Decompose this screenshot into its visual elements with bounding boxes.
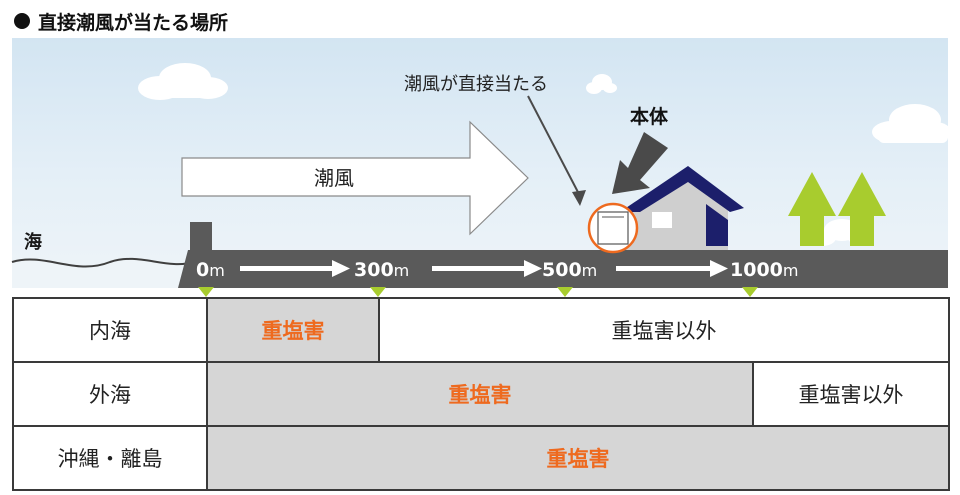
non-heavy-salt-damage-cell: 重塩害以外 — [378, 297, 950, 363]
sea-wind-label: 潮風 — [314, 166, 354, 190]
cloud-icon — [872, 104, 951, 143]
distance-label-0: 0m — [196, 259, 225, 281]
sea-water — [12, 258, 200, 288]
area-cell: 外海 — [12, 361, 208, 427]
heavy-salt-damage-cell: 重塩害 — [206, 297, 380, 363]
distance-label-500: 500m — [542, 259, 598, 281]
area-cell: 内海 — [12, 297, 208, 363]
sea-label: 海 — [24, 232, 42, 253]
distance-label-300: 300m — [354, 259, 410, 281]
table-row-okinawa-islands: 沖縄・離島 重塩害 — [12, 425, 950, 491]
heading-text: 直接潮風が当たる場所 — [38, 11, 229, 34]
unit-label: 本体 — [630, 106, 669, 128]
house-icon — [620, 166, 744, 250]
salt-damage-table: 内海 重塩害 重塩害以外 外海 重塩害 重塩害以外 沖縄・離島 重塩害 — [12, 297, 950, 491]
cloud-icon — [138, 63, 228, 100]
table-row-inland-sea: 内海 重塩害 重塩害以外 — [12, 297, 950, 363]
tree-icon — [788, 172, 836, 246]
table-row-open-sea: 外海 重塩害 重塩害以外 — [12, 361, 950, 427]
distance-label-1000: 1000m — [730, 259, 799, 281]
sea-wind-arrow — [181, 120, 529, 236]
page-heading: 直接潮風が当たる場所 — [14, 6, 228, 36]
sea-wave-line — [11, 257, 196, 268]
coast-scene — [11, 63, 951, 297]
area-cell: 沖縄・離島 — [12, 425, 208, 491]
distance-arrows — [240, 260, 728, 277]
pointer-arrowhead — [572, 190, 586, 206]
ground — [178, 250, 948, 288]
direct-hit-label: 潮風が直接当たる — [404, 74, 548, 95]
tree-icon — [838, 172, 886, 246]
bullet-dot — [14, 13, 30, 29]
pointer-line — [527, 95, 581, 197]
cloud-icon — [586, 74, 617, 94]
distance-marker-icon — [198, 287, 758, 297]
unit-pointer-arrow — [612, 132, 668, 194]
seawall — [190, 222, 212, 252]
heavy-salt-damage-cell: 重塩害 — [206, 361, 754, 427]
heavy-salt-damage-cell: 重塩害 — [206, 425, 950, 491]
non-heavy-salt-damage-cell: 重塩害以外 — [752, 361, 950, 427]
